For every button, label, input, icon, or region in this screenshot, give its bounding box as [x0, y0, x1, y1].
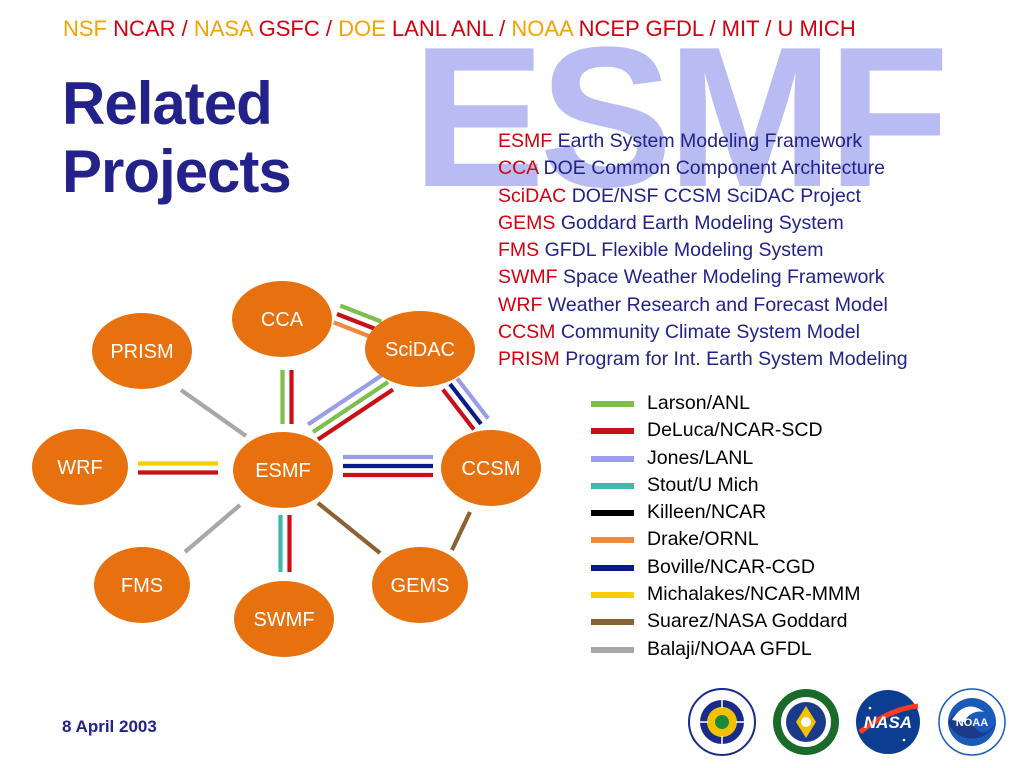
node-cca: CCA — [232, 281, 332, 357]
link-line — [332, 320, 376, 341]
project-row: ESMF Earth System Modeling Framework — [498, 130, 863, 152]
link-ccsm-gems — [450, 511, 472, 551]
agency-nsf: NSF NCAR / — [63, 16, 188, 41]
node-shape — [92, 313, 192, 389]
legend-label: Boville/NCAR-CGD — [647, 555, 815, 578]
doe-logo — [773, 689, 839, 755]
node-label: SWMF — [253, 609, 314, 631]
legend-swatch — [591, 564, 634, 571]
legend-label: Balaji/NOAA GFDL — [647, 637, 812, 660]
legend-label: Suarez/NASA Goddard — [647, 610, 848, 633]
legend-swatch — [591, 537, 634, 544]
project-row: SciDAC DOE/NSF CCSM SciDAC Project — [498, 184, 861, 207]
link-fms-esmf — [183, 503, 242, 554]
link-line — [316, 387, 395, 442]
link-wrf-esmf — [138, 461, 218, 475]
link-line — [441, 388, 476, 431]
project-row: FMS GFDL Flexible Modeling System — [498, 239, 824, 262]
legend-swatch — [591, 592, 634, 599]
legend-label: Stout/U Mich — [647, 473, 759, 496]
node-label: WRF — [57, 457, 103, 479]
link-esmf-cca — [280, 370, 294, 424]
title-line-2: Projects — [62, 138, 292, 205]
legend-swatch — [591, 455, 634, 462]
node-label: CCA — [261, 309, 304, 331]
presentation-date: 8 April 2003 — [62, 717, 157, 736]
link-line — [183, 503, 242, 554]
legend-label: Jones/LANL — [647, 446, 754, 469]
node-gems: GEMS — [372, 547, 468, 623]
project-row: GEMS Goddard Earth Modeling System — [498, 211, 844, 234]
node-shape — [441, 430, 541, 506]
link-line — [450, 511, 472, 551]
node-wrf: WRF — [32, 429, 128, 505]
legend-label: Michalakes/NCAR-MMM — [647, 583, 861, 606]
node-scidac: SciDAC — [365, 311, 475, 387]
agency-noaa: NOAA NCEP GFDL / MIT / U MICH — [511, 16, 856, 41]
agency-nasa: NASA GSFC / — [193, 16, 332, 41]
node-swmf: SWMF — [234, 581, 334, 657]
node-shape — [32, 429, 128, 505]
project-list: ESMF Earth System Modeling Framework CCA… — [498, 128, 908, 374]
legend-label: DeLuca/NCAR-SCD — [647, 419, 823, 442]
link-prism-esmf — [179, 388, 248, 438]
node-shape — [232, 281, 332, 357]
legend-label: Killeen/NCAR — [647, 501, 767, 524]
title-line-1: Related — [62, 70, 273, 137]
link-esmf-swmf — [278, 515, 292, 572]
project-row: SWMF Space Weather Modeling Framework — [498, 266, 885, 289]
esmf-watermark: ESMF — [412, 6, 950, 229]
noaa-logo: NOAA — [938, 688, 1006, 756]
link-line — [311, 380, 390, 434]
agencies-line: NSF NCAR / NASA GSFC / DOE LANL ANL / NO… — [63, 16, 856, 42]
agency-doe: DOE LANL ANL / — [338, 16, 506, 41]
node-label: CCSM — [462, 458, 521, 480]
legend-swatch — [591, 428, 634, 435]
link-line — [179, 388, 248, 438]
node-shape — [365, 311, 475, 387]
project-row: CCA DOE Common Component Architecture — [498, 157, 885, 180]
node-shape — [94, 547, 190, 623]
link-line — [339, 303, 383, 324]
svg-text:NASA: NASA — [864, 713, 912, 732]
link-line — [336, 312, 379, 332]
project-row: WRF Weather Research and Forecast Model — [498, 293, 888, 316]
link-esmf-scidac — [306, 372, 395, 442]
legend-label: Larson/ANL — [647, 392, 750, 414]
node-label: FMS — [121, 575, 163, 597]
node-label: PRISM — [110, 341, 173, 363]
link-esmf-ccsm — [343, 454, 433, 478]
legend-swatch — [591, 646, 634, 653]
link-esmf-gems — [316, 501, 382, 555]
project-row: CCSM Community Climate System Model — [498, 321, 860, 344]
page-title: Related Projects — [62, 70, 292, 206]
legend-swatch — [591, 619, 634, 626]
link-line — [455, 377, 490, 420]
link-line — [306, 372, 385, 427]
link-line — [448, 382, 483, 426]
link-scidac-ccsm — [441, 377, 490, 431]
link-line — [316, 501, 382, 555]
node-label: ESMF — [255, 460, 311, 482]
node-esmf: ESMF — [233, 432, 333, 508]
node-label: GEMS — [391, 575, 450, 597]
legend-label: Drake/ORNL — [647, 528, 759, 551]
node-shape — [234, 581, 334, 657]
node-ccsm: CCSM — [441, 430, 541, 506]
legend-swatch — [591, 482, 634, 489]
link-cca-scidac — [332, 303, 383, 341]
node-shape — [372, 547, 468, 623]
legend-swatch — [591, 401, 634, 407]
node-fms: FMS — [94, 547, 190, 623]
nsf-logo — [688, 688, 756, 756]
node-prism: PRISM — [92, 313, 192, 389]
svg-text:NOAA: NOAA — [956, 717, 988, 729]
nasa-logo: NASA — [856, 690, 920, 754]
project-row: PRISM Program for Int. Earth System Mode… — [498, 348, 908, 371]
node-label: SciDAC — [385, 339, 455, 361]
node-shape — [233, 432, 333, 508]
legend-swatch — [591, 510, 634, 517]
